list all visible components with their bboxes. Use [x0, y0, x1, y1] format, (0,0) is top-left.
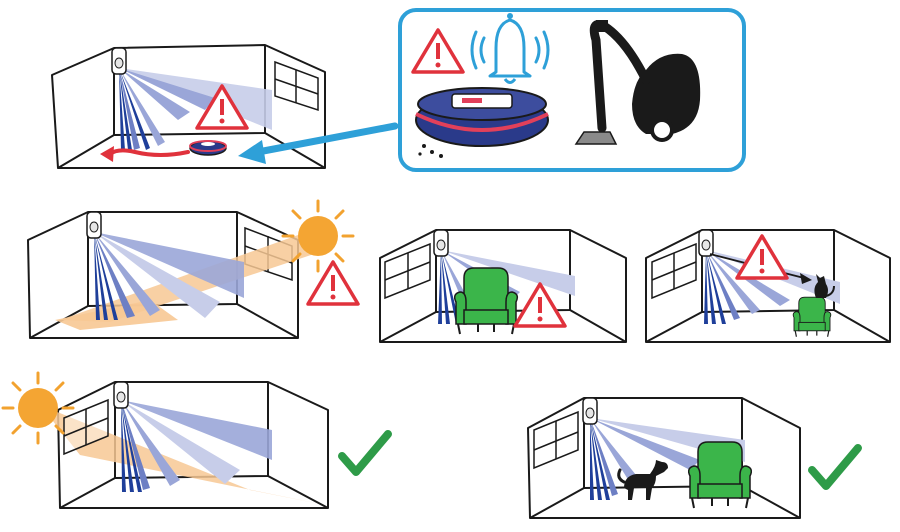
window — [384, 242, 431, 300]
sun-icon — [281, 199, 355, 273]
scene-armchair-beam — [379, 229, 627, 343]
dog-icon — [617, 460, 668, 500]
callout-box — [398, 8, 746, 172]
motion-sensor-icon — [86, 211, 102, 239]
motion-sensor-icon — [582, 397, 598, 425]
armchair-icon — [792, 296, 832, 338]
motion-sensor-icon — [433, 229, 449, 257]
motion-sensor-icon — [113, 381, 129, 409]
vacuum-cleaner-icon — [574, 20, 701, 145]
robot-path-arrowhead — [100, 146, 114, 162]
scene-robot-vacuum — [51, 44, 399, 169]
sunlight-beam — [40, 405, 325, 505]
warning-triangle-icon — [735, 234, 789, 280]
callout-arrow — [238, 122, 399, 164]
warning-triangle-icon — [513, 282, 567, 328]
motion-sensor-icon — [698, 229, 714, 257]
detection-beams — [119, 68, 272, 150]
robot-vacuum-icon — [415, 87, 549, 158]
scene-sunlight-away — [1, 371, 388, 509]
window — [63, 398, 109, 456]
scene-cat-on-chair — [645, 229, 891, 343]
scene-sunlight-window — [27, 199, 360, 339]
window — [274, 60, 319, 112]
armchair-icon — [687, 441, 753, 509]
cat-icon — [814, 274, 835, 298]
scene-dog-and-chair — [527, 397, 858, 519]
window — [651, 242, 697, 300]
detection-beams — [94, 232, 244, 320]
sun-icon — [1, 371, 75, 445]
warning-triangle-icon — [306, 260, 360, 306]
bell-icon — [470, 13, 550, 84]
robot-vacuum-icon — [189, 140, 227, 156]
window — [533, 410, 579, 470]
check-mark-icon — [342, 434, 388, 472]
check-mark-icon — [812, 448, 858, 486]
detection-beams — [121, 400, 272, 492]
armchair-icon — [453, 267, 519, 335]
robot-path-arrow — [108, 148, 190, 157]
motion-sensor-icon — [111, 47, 127, 75]
